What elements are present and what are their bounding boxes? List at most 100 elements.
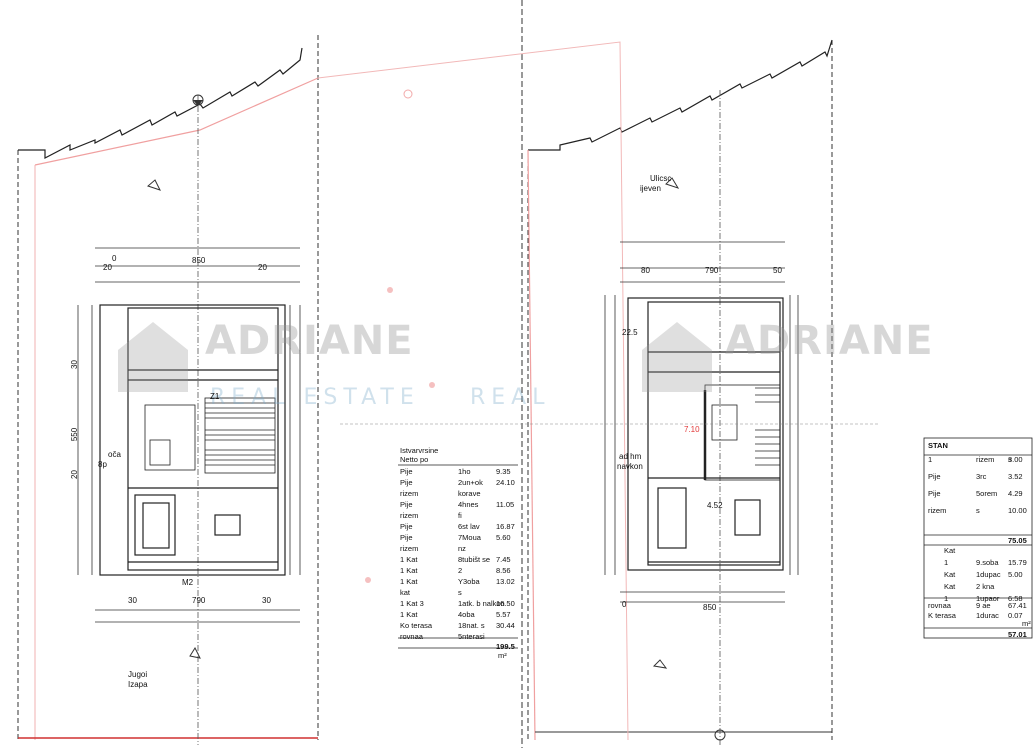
table-cell: 24.10 [496, 478, 515, 487]
table-cell: 18nat. s [458, 621, 485, 630]
table-cell: 0.07 [1008, 611, 1023, 620]
left-house [99, 304, 286, 576]
table-cell: s [458, 588, 462, 597]
watermark-sub-right: REAL [470, 385, 551, 410]
table-cell: 5nterasi [458, 632, 485, 641]
table-cell: rizem [976, 455, 995, 464]
table-cell: 1 Kat 3 [400, 599, 424, 608]
table-cell: Pije [928, 472, 941, 481]
left-dim-bottom-2: 30 [262, 596, 271, 605]
right-stairs [703, 384, 781, 481]
table-cell: Pije [400, 478, 413, 487]
right-value-box: 4.52 [707, 501, 723, 510]
table-cell: nz [458, 544, 466, 553]
right-note-0: Ulicsc [650, 174, 672, 183]
right-dim-top-0: 80 [641, 266, 650, 275]
right-note-1: ijeven [640, 184, 661, 193]
table-cell: 9.35 [496, 467, 511, 476]
table-cell: 5.00 [1008, 570, 1023, 579]
right-red-boundary [527, 149, 536, 741]
left-label-bottom-left-1: Izapa [128, 680, 148, 689]
table-cell: Kat [944, 546, 956, 555]
table-cell: 2 kna [976, 582, 995, 591]
right-table-frame [923, 437, 1033, 639]
table-cell: 30.44 [496, 621, 515, 630]
left-dim-top-2: 850 [192, 256, 206, 265]
left-red-boundary [34, 77, 319, 166]
left-label-bottom: M2 [182, 578, 194, 587]
right-dim-bottom-1: 850 [703, 603, 717, 612]
table-cell: korave [458, 489, 481, 498]
table-cell: 1 [944, 558, 949, 567]
left-dimensions [77, 247, 301, 623]
table-cell: 15.79 [1008, 558, 1027, 567]
table-cell: 1dupac [976, 570, 1001, 579]
table-cell: rovnaa [400, 632, 423, 641]
table-cell: 67.41 [1008, 601, 1027, 610]
table-cell: Y3oba [458, 577, 480, 586]
table-cell: K terasa [928, 611, 956, 620]
watermark-sub-left: REAL ESTATE [210, 385, 420, 410]
right-label-side-1: navkon [617, 462, 643, 471]
table-cell: 8.56 [496, 566, 511, 575]
left-dim-bottom-0: 30 [128, 596, 137, 605]
table-cell: Pije [400, 522, 413, 531]
table-cell: 1upaor [976, 594, 1000, 603]
table-cell: 8tubišt se [458, 555, 491, 564]
left-table-frame [398, 464, 518, 649]
left-side-label-1: 550 [70, 427, 80, 442]
table-cell: 5.60 [496, 533, 511, 542]
table-cell: 2 [458, 566, 463, 575]
table-cell: Pije [928, 489, 941, 498]
left-unit: m² [498, 651, 507, 660]
right-dim-bottom-0: 0 [622, 600, 627, 609]
left-dim-top-3: 20 [258, 263, 267, 272]
table-cell: 4.29 [1008, 489, 1023, 498]
table-cell: 3.00 [1008, 455, 1023, 464]
table-cell: 7.45 [496, 555, 511, 564]
right-sawtooth-boundary [528, 39, 833, 151]
watermark-brand-right: ADRIANE [725, 318, 934, 364]
table-cell: 16.87 [496, 522, 515, 531]
table-cell: 3.52 [1008, 472, 1023, 481]
table-cell: 11.05 [496, 500, 515, 509]
table-cell: 1 [928, 455, 933, 464]
table-cell: 7Moua [458, 533, 481, 542]
right-subtotal: 75.05 [1008, 536, 1027, 545]
left-dim-bottom-1: 790 [192, 596, 206, 605]
table-cell: 5orem [976, 489, 998, 498]
right-label-side-0: ad hm [619, 452, 642, 461]
left-dim-top-1: 20 [103, 263, 112, 272]
left-label-side-2: 8p [98, 460, 107, 469]
table-cell: rizem [928, 506, 947, 515]
table-cell: Kat [944, 582, 956, 591]
table-cell: 4hnes [458, 500, 479, 509]
table-cell: rizem [400, 544, 419, 553]
table-cell: Ko terasa [400, 621, 433, 630]
table-cell: fi [458, 511, 462, 520]
table-cell: Pije [400, 467, 413, 476]
right-label-red: 7.10 [684, 425, 700, 434]
right-dim-top-2: 50 [773, 266, 782, 275]
table-cell: 3rc [976, 472, 987, 481]
right-plot-boundary [527, 40, 833, 740]
table-cell: rizem [400, 511, 419, 520]
table-cell: Pije [400, 500, 413, 509]
right-unit: m² [1022, 619, 1031, 628]
table-cell: 10.00 [1008, 506, 1027, 515]
table-cell: rovnaa [928, 601, 951, 610]
table-heading: Istvarvrsine [400, 446, 439, 455]
table-cell: 1 [944, 594, 949, 603]
table-cell: s [976, 506, 980, 515]
right-dimensions [604, 241, 799, 603]
watermark-brand-left: ADRIANE [205, 318, 414, 364]
left-label-top: Z1 [210, 392, 220, 401]
left-side-label-0: 30 [69, 360, 79, 369]
table-cell: 2un+ok [458, 478, 483, 487]
left-sawtooth-boundary [18, 47, 303, 159]
left-side-label-2: 20 [69, 470, 79, 479]
table-cell: 6st lav [458, 522, 480, 531]
table-cell: Pije [400, 533, 413, 542]
table-cell: 1 Kat [400, 577, 418, 586]
